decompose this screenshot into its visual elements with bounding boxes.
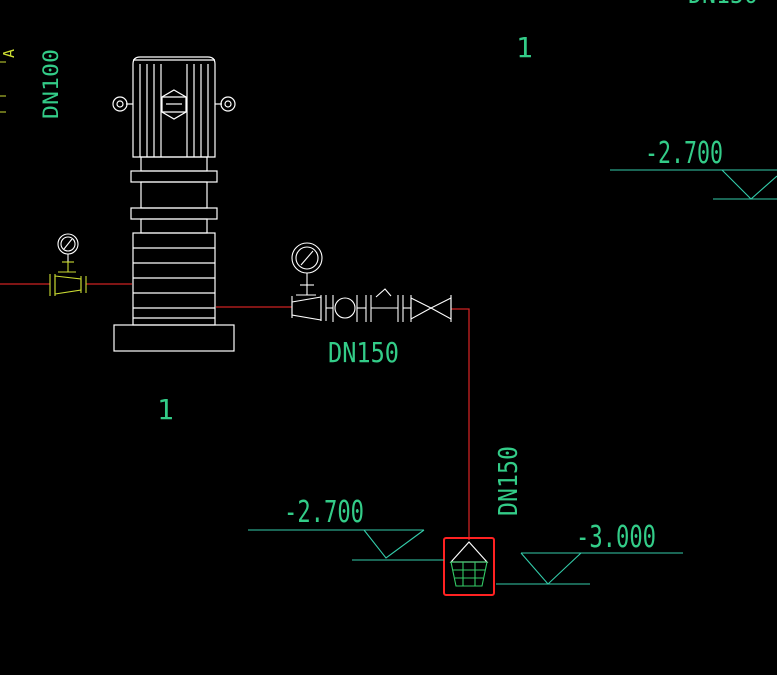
discharge-reducer-icon[interactable] [291,295,333,321]
discharge-pressure-gauge-icon[interactable] [291,242,323,296]
pipe-size-dn150-vertical-label: DN150 [494,446,524,516]
check-valve-icon[interactable] [332,288,404,322]
level-marker-top-right[interactable] [610,169,777,200]
left-edge-fragment [0,61,6,113]
level-left-label: -2.700 [284,495,364,530]
level-marker-left[interactable] [248,529,444,561]
pipe-size-dn150-top-partial-label: DN150 [688,0,758,10]
level-marker-right[interactable] [496,552,683,585]
selection-highlight-box [443,537,495,596]
pipe-network [0,283,470,540]
suction-gauge-cock-icon [58,261,76,273]
pump-tag-label: 1 [157,393,174,426]
top-tag-label: 1 [516,31,533,64]
level-right-label: -3.000 [576,520,656,555]
gate-valve-icon[interactable] [403,295,452,322]
foot-strainer-icon[interactable] [443,537,495,596]
vertical-multistage-pump-icon[interactable] [112,56,236,352]
discharge-riser-pipe [451,308,470,540]
suction-reducer-icon[interactable] [49,274,87,296]
pipe-size-dn100-label: DN100 [39,49,63,119]
pipe-size-dn150-horizontal-label: DN150 [328,336,399,369]
left-partial-tag: A [0,49,18,58]
level-top-right-label: -2.700 [645,136,723,171]
suction-pressure-gauge-icon[interactable] [57,233,79,262]
